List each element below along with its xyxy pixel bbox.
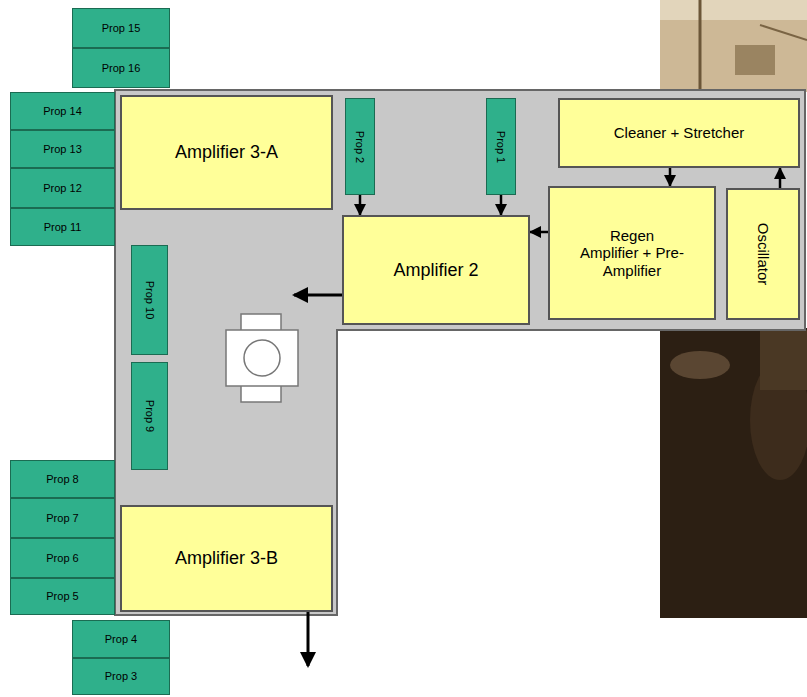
beam-arrow: [779, 168, 782, 188]
node-label: Oscillator: [754, 223, 771, 286]
node-label: Prop 3: [105, 670, 137, 683]
node-label: Prop 4: [105, 633, 137, 646]
prop-box: Prop 2: [345, 98, 375, 195]
prop-box: Prop 14: [10, 92, 115, 130]
chamber-symbol: [241, 314, 281, 402]
node-label: Amplifier 3-A: [175, 142, 278, 163]
beam-arrow: [530, 231, 548, 234]
node-label: Prop 6: [46, 552, 78, 565]
beam-arrow: [500, 195, 503, 215]
node-label: Cleaner + Stretcher: [614, 124, 744, 141]
node-label: Prop 16: [102, 62, 141, 75]
component-box: Amplifier 2: [342, 215, 530, 325]
prop-box: Prop 7: [10, 498, 115, 538]
node-label: Amplifier 3-B: [175, 548, 278, 569]
prop-box: Prop 8: [10, 460, 115, 498]
prop-box: Prop 13: [10, 130, 115, 168]
prop-box: Prop 1: [486, 98, 516, 195]
photo-top: [660, 0, 807, 92]
beam-arrow: [307, 612, 310, 666]
component-box: Amplifier 3-B: [120, 505, 333, 612]
node-label: Prop 5: [46, 590, 78, 603]
prop-box: Prop 3: [72, 658, 170, 695]
node-label: Prop 14: [43, 105, 82, 118]
node-label: Prop 11: [44, 221, 82, 234]
prop-box: Prop 12: [10, 168, 115, 208]
photo-detail: [699, 0, 702, 90]
node-label: Amplifier 2: [393, 260, 478, 281]
node-label: Prop 13: [43, 143, 82, 156]
beam-arrow: [669, 168, 672, 186]
node-label: Prop 12: [43, 182, 82, 195]
prop-box: Prop 11: [10, 208, 115, 246]
photo-detail: [660, 0, 807, 20]
prop-box: Prop 4: [72, 620, 170, 658]
chamber-symbol: [244, 340, 280, 376]
node-label: Prop 15: [102, 22, 141, 35]
prop-box: Prop 5: [10, 578, 115, 615]
node-label: Prop 1: [495, 130, 508, 162]
photo-detail: [670, 351, 730, 379]
chamber-symbol: [226, 330, 298, 386]
prop-box: Prop 6: [10, 538, 115, 578]
node-label: Prop 9: [143, 400, 156, 432]
node-label: Prop 2: [354, 130, 367, 162]
node-label: Prop 7: [46, 512, 78, 525]
component-box: Amplifier 3-A: [120, 95, 333, 210]
node-label: Prop 8: [46, 473, 78, 486]
component-box: Regen Amplifier + Pre-Amplifier: [548, 186, 716, 320]
prop-box: Prop 10: [131, 245, 168, 355]
node-label: Prop 10: [143, 281, 156, 320]
prop-box: Prop 16: [72, 48, 170, 88]
photo-detail: [735, 45, 775, 75]
prop-box: Prop 15: [72, 8, 170, 48]
prop-box: Prop 9: [131, 362, 168, 470]
beam-arrow: [359, 195, 362, 215]
photo-detail: [760, 25, 807, 40]
node-label: Regen Amplifier + Pre-Amplifier: [580, 227, 685, 279]
optical-table: [115, 90, 805, 615]
component-box: Oscillator: [726, 188, 800, 320]
beam-arrow: [294, 294, 342, 297]
component-box: Cleaner + Stretcher: [558, 98, 800, 168]
photo-detail: [760, 330, 807, 390]
